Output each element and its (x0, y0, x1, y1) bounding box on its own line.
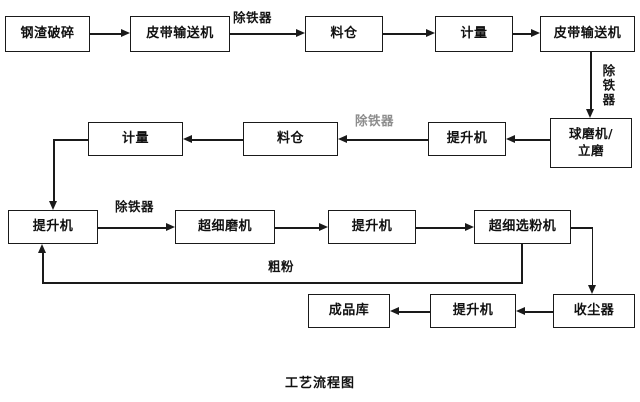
edge-mill-to-elevator1 (515, 139, 550, 141)
node-belt-conveyor-2[interactable]: 皮带输送机 (540, 16, 635, 52)
arrowhead-silo1-in (296, 28, 305, 37)
arrowhead-belt2-in (531, 28, 540, 37)
edge-label-deironer-row1: 除铁器 (233, 10, 273, 25)
node-elevator-3[interactable]: 提升机 (328, 210, 416, 244)
edge-separator-bottom-down (521, 244, 523, 283)
arrowhead-separator-in (465, 222, 474, 231)
edge-silo2-to-meter2 (192, 139, 243, 141)
node-ultrafine-separator[interactable]: 超细选粉机 (474, 210, 571, 244)
node-crusher[interactable]: 钢渣破碎 (5, 16, 90, 52)
node-elevator-1[interactable]: 提升机 (428, 122, 506, 156)
edge-belt1-to-silo1 (230, 33, 296, 35)
edge-label-deironer-row3: 除铁器 (115, 199, 155, 214)
arrowhead-mill-in (586, 109, 595, 118)
arrowhead-dust-collector-in (588, 285, 596, 294)
node-silo-2[interactable]: 料仓 (243, 122, 338, 156)
edge-elevator3-to-separator (416, 227, 465, 229)
node-ultrafine-mill[interactable]: 超细磨机 (175, 210, 275, 244)
edge-meter1-to-belt2 (513, 33, 531, 35)
arrowhead-meter1-in (426, 28, 435, 37)
edge-crusher-to-belt1 (90, 33, 121, 35)
node-meter-1[interactable]: 计量 (435, 16, 513, 52)
edge-dust-collector-to-elevator4 (525, 311, 553, 313)
edge-separator-exit-right (571, 227, 593, 229)
node-product-warehouse[interactable]: 成品库 (308, 294, 390, 328)
arrowhead-elevator4-in (516, 306, 525, 315)
arrowhead-ultrafine-mill-in (166, 222, 175, 231)
node-ball-mill-vertical-mill[interactable]: 球磨机/ 立磨 (550, 118, 632, 168)
node-elevator-4[interactable]: 提升机 (430, 294, 516, 328)
edge-elevator2-to-ultrafine-mill (98, 227, 166, 229)
edge-separator-down-to-dust-collector (591, 227, 594, 285)
edge-label-deironer-row2: 除铁器 (355, 113, 395, 128)
edge-coarse-powder-return (42, 282, 523, 284)
edge-coarse-powder-up-to-elevator2 (42, 252, 44, 283)
node-elevator-2[interactable]: 提升机 (8, 210, 98, 244)
edge-silo1-to-meter1 (383, 33, 426, 35)
edge-meter2-down-to-elevator2 (53, 139, 55, 201)
node-silo-1[interactable]: 料仓 (305, 16, 383, 52)
node-dust-collector[interactable]: 收尘器 (553, 294, 635, 328)
arrowhead-elevator2-top-in (49, 201, 58, 210)
edge-label-coarse-powder: 粗粉 (268, 259, 295, 274)
arrowhead-elevator3-in (319, 222, 328, 231)
node-belt-conveyor-1[interactable]: 皮带输送机 (130, 16, 230, 52)
arrowhead-elevator2-bottom-in (38, 244, 47, 253)
edge-elevator1-to-silo2 (347, 139, 428, 141)
arrowhead-silo2-in (338, 134, 347, 143)
edge-label-deironer-right: 除铁器 (600, 64, 616, 108)
edge-elevator4-to-product-store (399, 311, 430, 313)
arrowhead-meter2-in (183, 134, 192, 143)
edge-ultrafine-mill-to-elevator3 (275, 227, 319, 229)
node-meter-2[interactable]: 计量 (88, 122, 183, 156)
arrowhead-elevator1-in (506, 134, 515, 143)
arrowhead-belt1-in (121, 28, 130, 37)
arrowhead-product-store-in (390, 306, 399, 315)
edge-belt2-to-mill (590, 52, 592, 109)
edge-meter2-exit-left (53, 139, 89, 141)
diagram-caption: 工艺流程图 (284, 376, 355, 391)
